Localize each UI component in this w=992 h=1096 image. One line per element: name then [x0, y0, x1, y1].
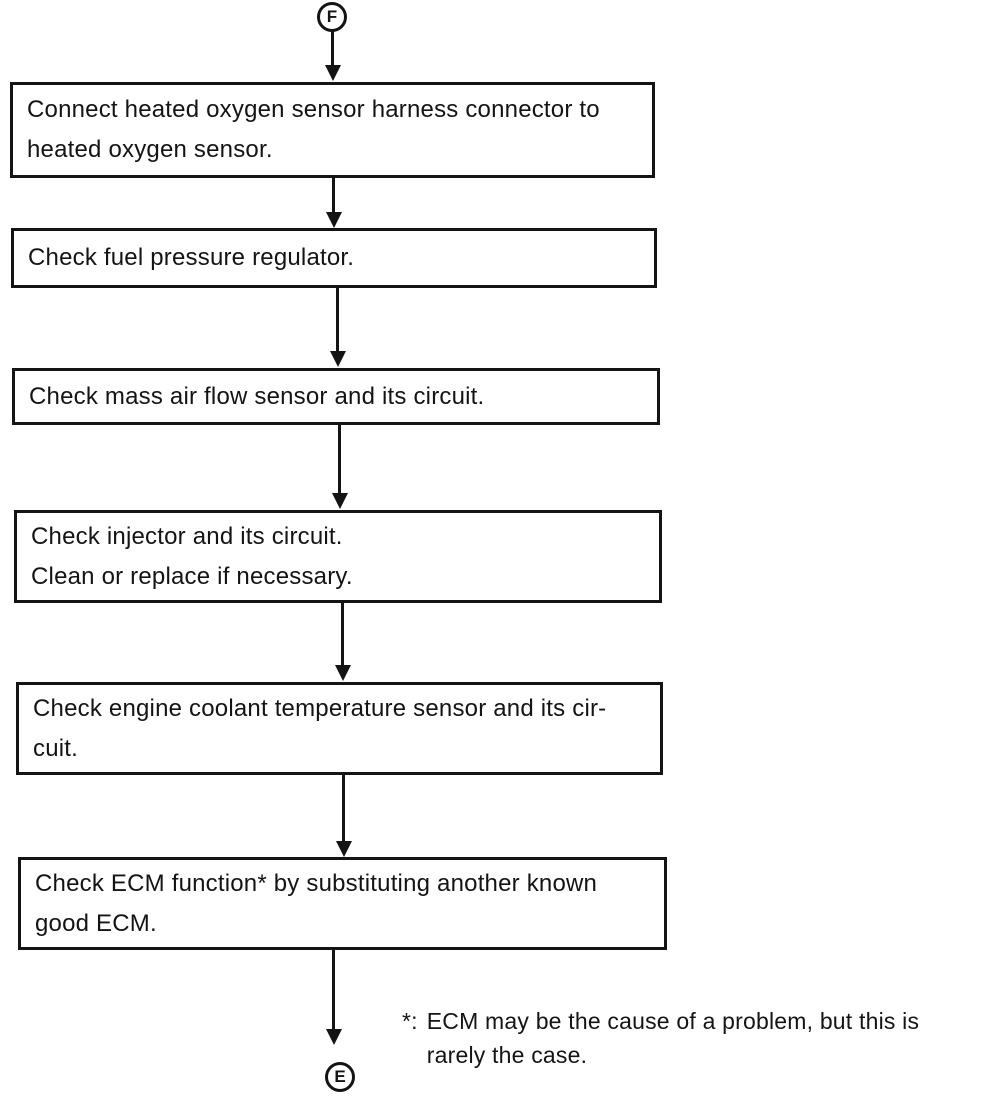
arrow-head-icon — [331, 493, 348, 509]
step-box-check-ecm-function: Check ECM function* by substituting anot… — [18, 857, 667, 950]
step-box-connect-heated-oxygen-sensor: Connect heated oxygen sensor harness con… — [10, 82, 655, 178]
arrow-head-icon — [329, 351, 346, 367]
arrow-shaft — [341, 603, 344, 666]
connector-f-label: F — [326, 7, 338, 26]
arrow-shaft — [336, 287, 339, 352]
arrow-shaft — [342, 775, 345, 842]
connector-e-badge: E — [325, 1062, 355, 1092]
arrow-shaft — [331, 31, 334, 66]
step-text-line: heated oxygen sensor. — [27, 136, 273, 163]
footnote-marker: *: — [402, 1008, 418, 1034]
flow-arrow-2 — [329, 287, 346, 367]
step-box-check-injector: Check injector and its circuit. Clean or… — [14, 510, 662, 603]
connector-f-badge: F — [317, 2, 347, 32]
step-text-line: Connect heated oxygen sensor harness con… — [27, 96, 600, 123]
connector-e-label: E — [334, 1067, 346, 1086]
step-box-check-engine-coolant-temp-sensor: Check engine coolant temperature sensor … — [16, 682, 663, 775]
arrow-head-icon — [325, 212, 342, 228]
arrow-head-icon — [334, 665, 351, 681]
step-text-line: Clean or replace if necessary. — [31, 562, 353, 590]
arrow-head-icon — [324, 65, 341, 81]
arrow-shaft — [338, 425, 341, 494]
footnote-text: ECM may be the cause of a problem, but t… — [427, 1004, 919, 1072]
arrow-head-icon — [335, 841, 352, 857]
flow-arrow-3 — [331, 425, 348, 509]
flow-arrow-end — [325, 950, 342, 1045]
footnote-line: ECM may be the cause of a problem, but t… — [426, 1008, 920, 1034]
step-box-check-mass-air-flow-sensor: Check mass air flow sensor and its circu… — [12, 368, 660, 425]
step-text-line: cuit. — [33, 734, 79, 762]
step-text-line: Check fuel pressure regulator. — [28, 244, 355, 271]
step-text-line: Check engine coolant temperature sensor … — [33, 694, 607, 722]
step-text-line: good ECM. — [35, 909, 157, 937]
ecm-footnote: *: ECM may be the cause of a problem, bu… — [402, 1004, 919, 1072]
footnote-line: rarely the case. — [426, 1042, 588, 1068]
arrow-shaft — [332, 178, 335, 213]
step-text-line: Check ECM function* by substituting anot… — [35, 869, 598, 897]
flow-arrow-1 — [325, 178, 342, 228]
step-text-line: Check mass air flow sensor and its circu… — [29, 382, 485, 410]
flow-arrow-start — [324, 31, 341, 81]
flow-arrow-5 — [335, 775, 352, 857]
arrow-shaft — [332, 950, 335, 1030]
step-text-line: Check injector and its circuit. — [31, 522, 343, 550]
flow-arrow-4 — [334, 603, 351, 681]
step-box-check-fuel-pressure-regulator: Check fuel pressure regulator. — [11, 228, 657, 288]
arrow-head-icon — [325, 1029, 342, 1045]
